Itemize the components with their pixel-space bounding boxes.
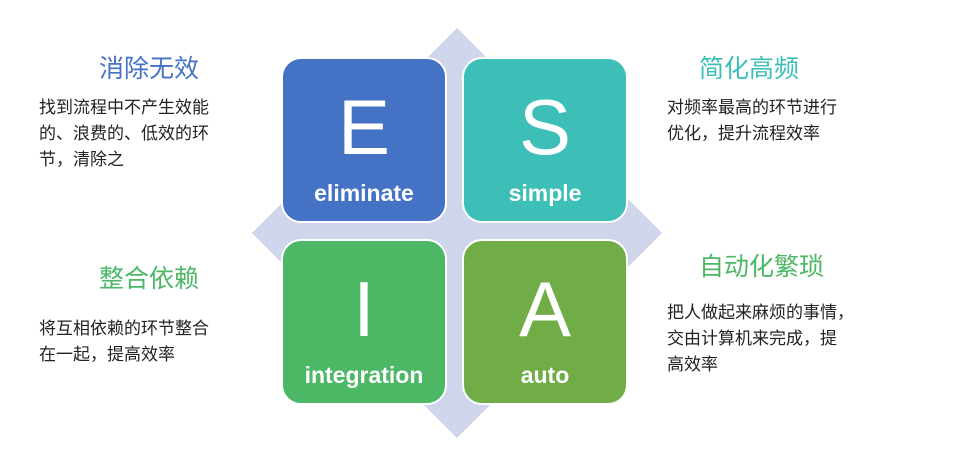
tile-letter-i: I [353,265,375,353]
tile-eliminate: E eliminate [281,57,447,223]
heading-auto: 自动化繁琐 [699,252,825,281]
description-auto: 把人做起来麻烦的事情， 交由计算机来完成，提 高效率 [667,303,854,375]
tile-word-integration: integration [304,362,424,388]
heading-integration: 整合依赖 [99,264,200,293]
description-integration: 将互相依赖的环节整合 在一起，提高效率 [39,319,209,365]
tile-word-eliminate: eliminate [314,180,414,206]
tile-word-simple: simple [508,180,582,206]
tile-letter-a: A [518,265,572,353]
heading-eliminate: 消除无效 [99,54,200,83]
heading-simple: 简化高频 [699,54,800,83]
tile-word-auto: auto [520,362,570,388]
tile-integration: I integration [281,239,447,405]
tile-letter-s: S [518,83,572,171]
tile-auto: A auto [462,239,628,405]
tile-letter-e: E [337,83,391,171]
tile-simple: S simple [462,57,628,223]
description-simple: 对频率最高的环节进行 优化，提升流程效率 [667,98,837,144]
description-eliminate: 找到流程中不产生效能 的、浪费的、低效的环 节，清除之 [39,98,209,170]
